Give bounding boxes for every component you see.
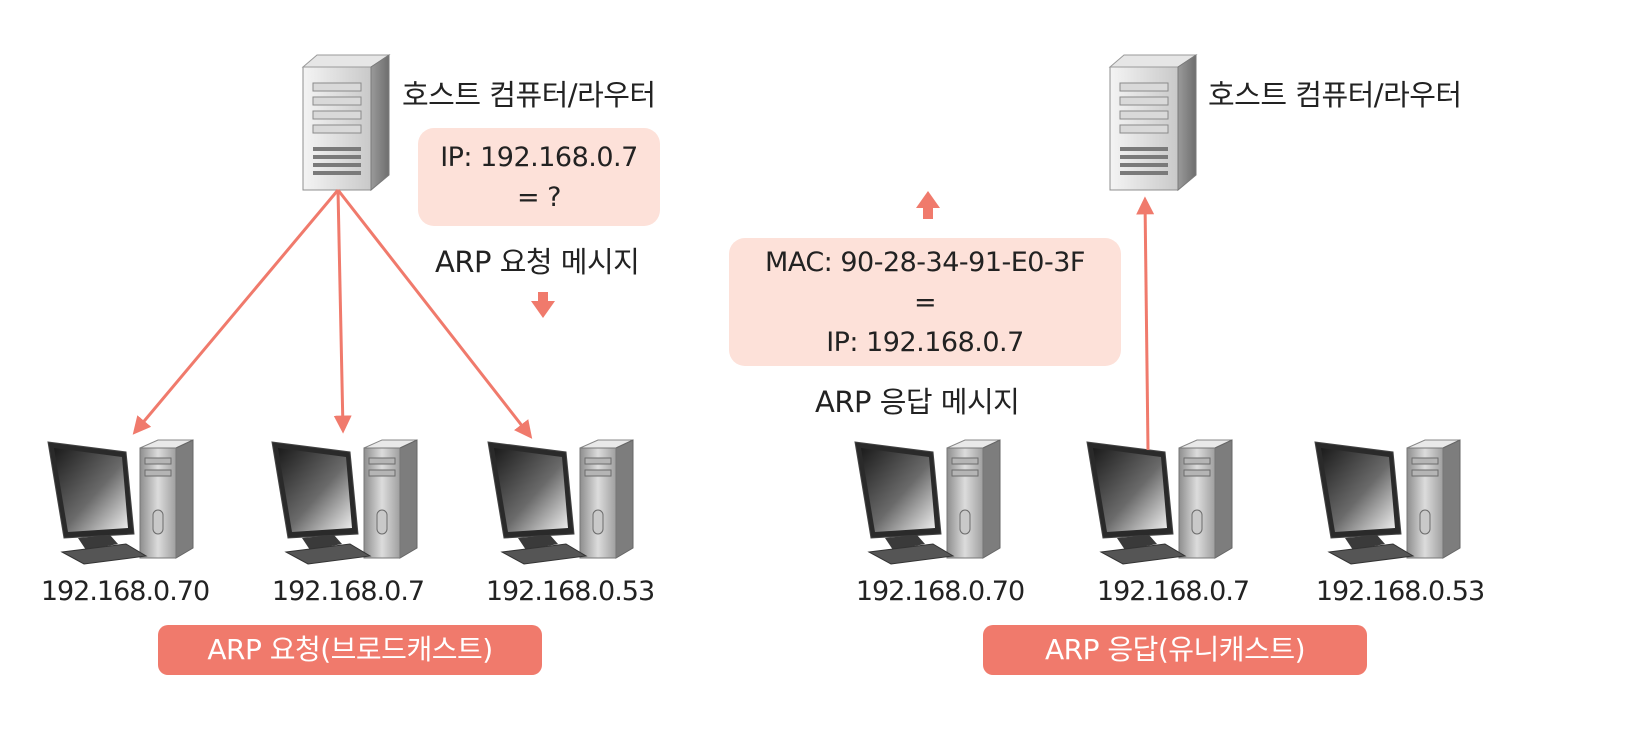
broadcast-arrow-2 bbox=[338, 190, 343, 430]
unicast-arrow bbox=[1145, 200, 1148, 450]
broadcast-arrow-3 bbox=[338, 190, 530, 436]
right-server-label: 호스트 컴퓨터/라우터 bbox=[1208, 72, 1462, 114]
left-caption-badge: ARP 요청(브로드캐스트) bbox=[158, 625, 542, 675]
left-client-1-ip: 192.168.0.70 bbox=[15, 576, 235, 607]
left-server-icon bbox=[303, 55, 389, 190]
right-client-1-icon bbox=[855, 440, 1000, 564]
right-server-icon bbox=[1110, 55, 1196, 190]
left-request-bubble: IP: 192.168.0.7 = ? bbox=[418, 128, 660, 226]
left-bubble-line-2: = ? bbox=[418, 178, 660, 218]
left-client-1-icon bbox=[48, 440, 193, 564]
left-client-2-icon bbox=[272, 440, 417, 564]
right-client-3-ip: 192.168.0.53 bbox=[1290, 576, 1510, 607]
left-client-2-ip: 192.168.0.7 bbox=[238, 576, 458, 607]
right-client-3-icon bbox=[1315, 440, 1460, 564]
left-bubble-line-1: IP: 192.168.0.7 bbox=[418, 138, 660, 178]
right-client-2-icon bbox=[1087, 440, 1232, 564]
broadcast-arrow-1 bbox=[135, 190, 338, 432]
right-message-label: ARP 응답 메시지 bbox=[815, 379, 1019, 421]
right-client-2-ip: 192.168.0.7 bbox=[1063, 576, 1283, 607]
left-server-label: 호스트 컴퓨터/라우터 bbox=[402, 72, 656, 114]
right-client-1-ip: 192.168.0.70 bbox=[830, 576, 1050, 607]
left-client-3-icon bbox=[488, 440, 633, 564]
down-arrow-icon bbox=[531, 292, 555, 318]
up-arrow-icon bbox=[916, 191, 940, 219]
left-client-3-ip: 192.168.0.53 bbox=[460, 576, 680, 607]
left-message-label: ARP 요청 메시지 bbox=[435, 239, 639, 281]
right-caption-badge: ARP 응답(유니캐스트) bbox=[983, 625, 1367, 675]
right-bubble-line-2: = bbox=[729, 283, 1121, 323]
right-bubble-line-3: IP: 192.168.0.7 bbox=[729, 323, 1121, 363]
right-reply-bubble: MAC: 90-28-34-91-E0-3F = IP: 192.168.0.7 bbox=[729, 238, 1121, 366]
right-bubble-line-1: MAC: 90-28-34-91-E0-3F bbox=[729, 243, 1121, 283]
